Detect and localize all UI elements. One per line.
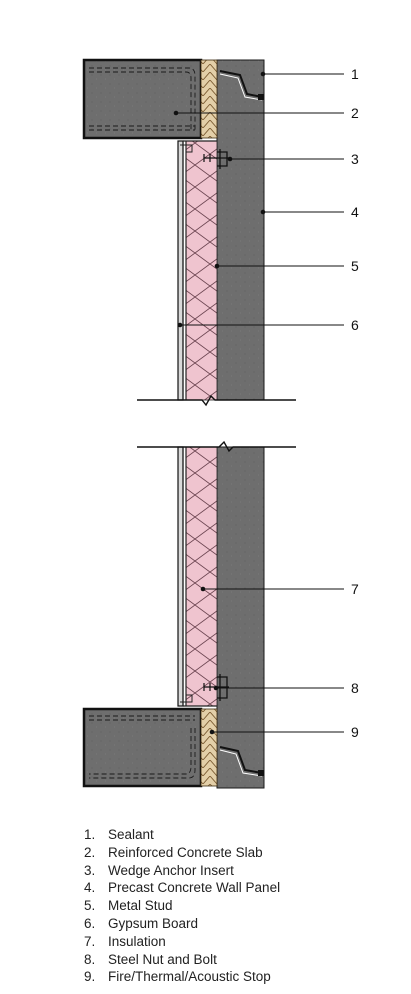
- callout-number-6: 6: [351, 317, 359, 333]
- wedge-anchor-bracket: [217, 149, 228, 169]
- legend-number: 9.: [84, 969, 96, 985]
- callout-number-4: 4: [351, 204, 359, 220]
- slab-bottom-rebar: [89, 715, 196, 779]
- sealant-joint-bottom-inner: [219, 749, 263, 777]
- insulation-lower: [185, 446, 218, 707]
- legend-item: 8. Steel Nut and Bolt: [84, 951, 280, 969]
- legend-label: Metal Stud: [108, 898, 173, 914]
- fire-stop-top: [200, 59, 218, 139]
- callout-number-5: 5: [351, 258, 359, 274]
- precast-wall-panel-upper: [216, 59, 265, 401]
- precast-wall-panel-lower: [216, 446, 265, 789]
- legend-label: Reinforced Concrete Slab: [108, 844, 263, 860]
- legend-item: 5. Metal Stud: [84, 897, 280, 915]
- legend-item: 2. Reinforced Concrete Slab: [84, 844, 280, 862]
- insulation-upper: [185, 140, 218, 401]
- wall-section-diagram: 1 2 3 4 5 6 7 8 9: [82, 58, 359, 789]
- stud-track-top: [180, 144, 193, 153]
- fire-stop-bottom: [200, 708, 218, 787]
- legend-item: 7. Insulation: [84, 933, 280, 951]
- legend-number: 5.: [84, 898, 96, 914]
- break-line-upper: [137, 394, 296, 407]
- legend-list: 1. Sealant 2. Reinforced Concrete Slab 3. W…: [84, 826, 280, 986]
- legend-number: 4.: [84, 880, 96, 896]
- slab-top-rebar: [89, 67, 196, 132]
- callout-number-7: 7: [351, 581, 359, 597]
- legend-label: Fire/Thermal/Acoustic Stop: [108, 969, 271, 985]
- legend-item: 1. Sealant: [84, 826, 280, 844]
- legend-number: 1.: [84, 827, 96, 842]
- legend-label: Steel Nut and Bolt: [108, 951, 217, 967]
- legend-number: 7.: [84, 933, 96, 949]
- reinforced-concrete-slab-top: [82, 58, 203, 140]
- callout-number-2: 2: [351, 105, 359, 121]
- sealant-joint-top-inner: [219, 73, 263, 101]
- legend-item: 4. Precast Concrete Wall Panel: [84, 879, 280, 897]
- legend-number: 6.: [84, 915, 96, 931]
- callout-number-3: 3: [351, 151, 359, 167]
- stud-track-bottom: [180, 694, 193, 703]
- legend-label: Sealant: [108, 827, 154, 842]
- gypsum-board-lower: [177, 446, 184, 707]
- legend-item: 6. Gypsum Board: [84, 915, 280, 933]
- legend-number: 8.: [84, 951, 96, 967]
- callout-number-9: 9: [351, 724, 359, 740]
- metal-stud-lower: [182, 447, 217, 707]
- break-line-lower: [137, 440, 296, 453]
- callout-number-8: 8: [351, 680, 359, 696]
- leader-dots: [173, 71, 266, 735]
- legend-label: Wedge Anchor Insert: [108, 862, 234, 878]
- sealant-joint-bottom: [219, 746, 263, 774]
- reinforced-concrete-slab-bottom: [82, 707, 203, 788]
- legend-number: 3.: [84, 862, 96, 878]
- legend-label: Gypsum Board: [108, 915, 199, 931]
- legend-label: Insulation: [108, 933, 166, 949]
- callout-number-1: 1: [351, 66, 359, 82]
- sealant-bead-top: [258, 94, 264, 100]
- sealant-bead-bottom: [258, 770, 264, 776]
- sealant-joint-top: [219, 70, 263, 98]
- gypsum-board-upper: [177, 140, 184, 401]
- legend-label: Precast Concrete Wall Panel: [108, 880, 281, 896]
- leader-lines: [176, 73, 344, 733]
- wedge-anchor-bolt: [203, 154, 229, 162]
- legend-item: 9. Fire/Thermal/Acoustic Stop: [84, 968, 280, 986]
- legend-number: 2.: [84, 844, 96, 860]
- legend-item: 3. Wedge Anchor Insert: [84, 862, 280, 880]
- metal-stud-upper: [182, 140, 217, 400]
